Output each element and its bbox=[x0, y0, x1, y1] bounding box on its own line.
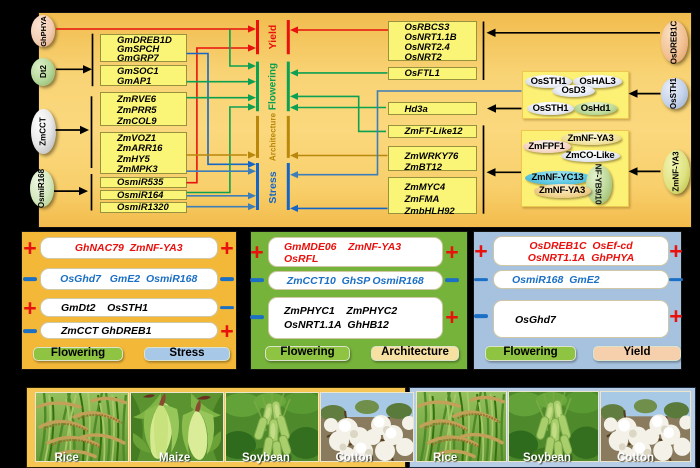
svg-text:Architecture: Architecture bbox=[269, 112, 278, 161]
svg-text:Yield: Yield bbox=[267, 25, 279, 50]
svg-text:Stress: Stress bbox=[267, 171, 279, 203]
svg-text:Flowering: Flowering bbox=[268, 63, 279, 110]
